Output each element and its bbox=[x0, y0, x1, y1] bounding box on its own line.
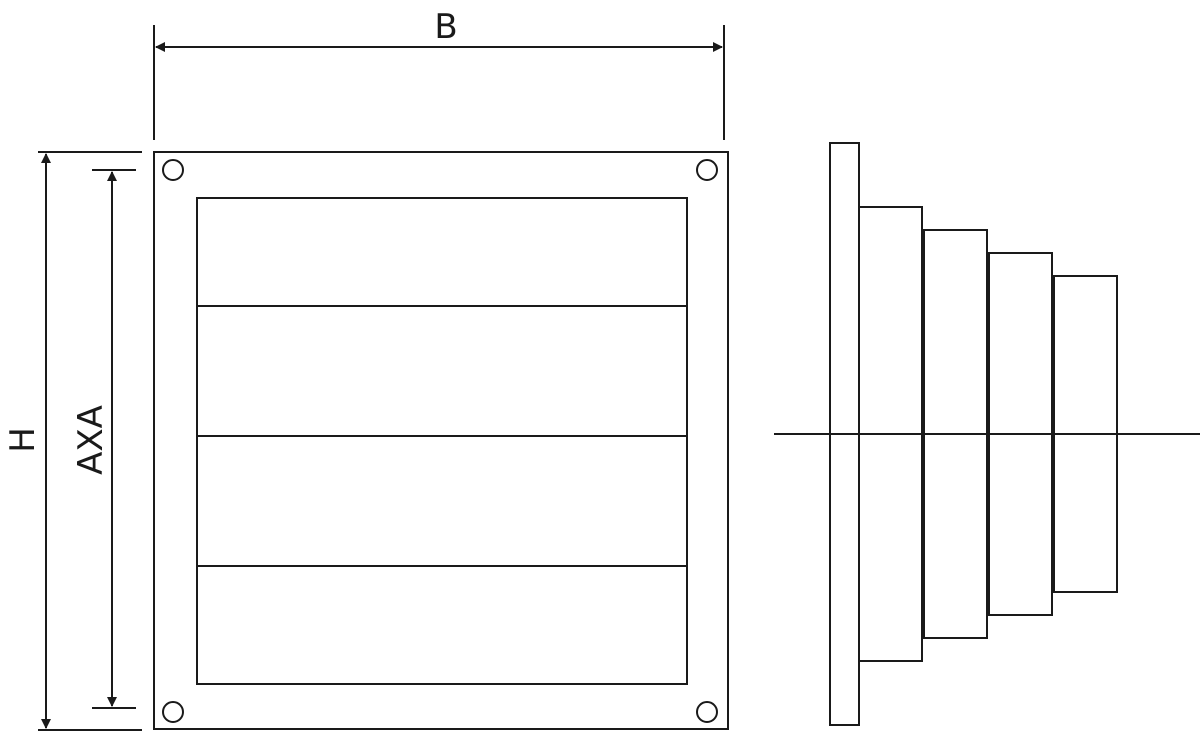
screw-hole bbox=[162, 159, 184, 181]
inner-grille bbox=[196, 197, 688, 685]
screw-hole bbox=[162, 701, 184, 723]
dimension-width bbox=[153, 25, 725, 140]
label-width: B bbox=[434, 7, 457, 47]
label-height: H bbox=[3, 427, 43, 453]
label-opening: AXA bbox=[71, 405, 111, 475]
dimension-height bbox=[38, 151, 142, 731]
front-view bbox=[153, 151, 729, 730]
dimension-opening bbox=[92, 169, 136, 709]
side-view bbox=[774, 142, 1200, 726]
screw-hole bbox=[696, 701, 718, 723]
outer-frame bbox=[153, 151, 729, 730]
screw-hole bbox=[696, 159, 718, 181]
